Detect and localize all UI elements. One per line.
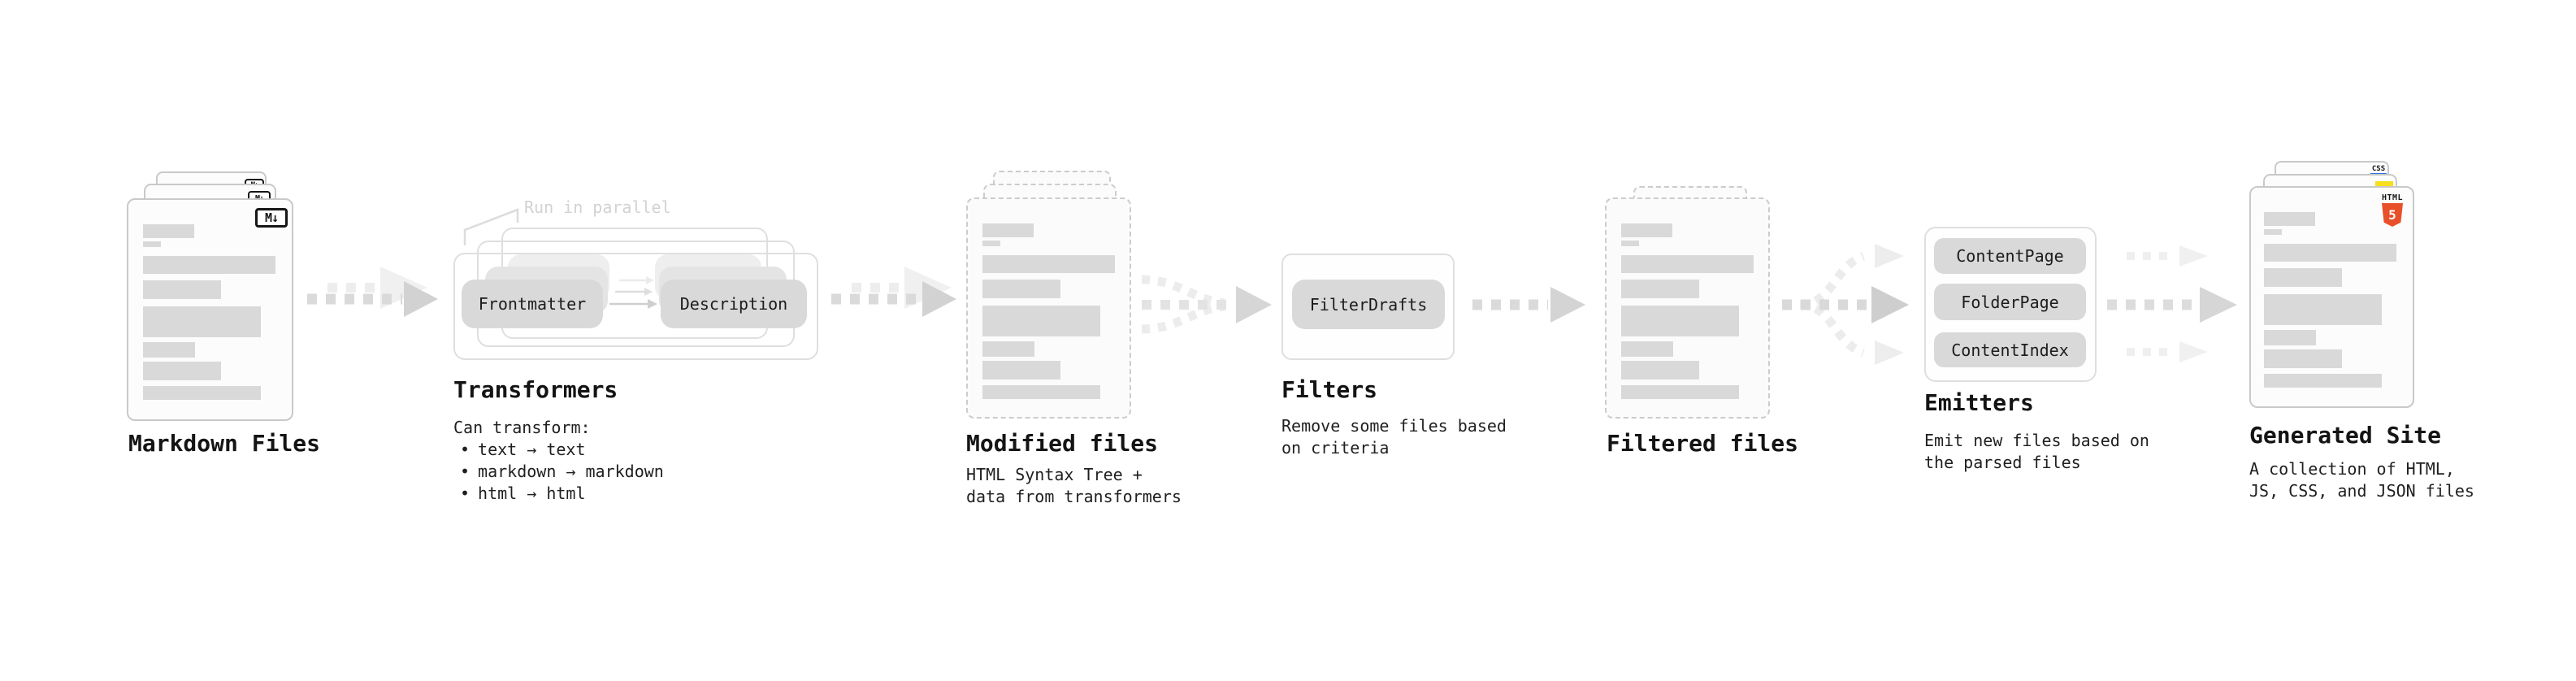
arrow-modified-to-filters [1134, 267, 1280, 345]
stage-title-filters: Filters [1281, 376, 1378, 403]
bullet-text: markdown → markdown [478, 462, 664, 481]
bullet-item: • text → text [460, 439, 664, 461]
arrow-filters-to-filtered [1463, 268, 1593, 341]
desc-line: JS, CSS, and JSON files [2249, 481, 2474, 501]
text-bar [982, 255, 1115, 273]
stage-title-modified-files: Modified files [966, 430, 1159, 457]
generated-file-card: HTML 5 [2249, 186, 2414, 408]
text-bar [2264, 229, 2282, 235]
contentindex-pill: ContentIndex [1934, 332, 2086, 367]
modified-files-desc: HTML Syntax Tree + data from transformer… [966, 464, 1182, 508]
arrow-emitters-to-generated [2101, 238, 2251, 368]
text-bar [2264, 294, 2382, 325]
text-bar [2264, 374, 2382, 388]
transformer-box-front [453, 253, 818, 360]
desc-line: data from transformers [966, 487, 1182, 506]
text-bar [143, 280, 221, 299]
stage-title-generated-site: Generated Site [2249, 422, 2442, 449]
text-bar [2264, 349, 2342, 368]
modified-file-card [966, 197, 1131, 419]
note-leader-line [459, 203, 528, 252]
frontmatter-pill: Frontmatter [462, 280, 603, 328]
text-bar [143, 241, 161, 247]
transformers-desc-heading: Can transform: [453, 418, 591, 437]
text-bar [1621, 361, 1699, 380]
bullet-text: text → text [478, 440, 586, 459]
desc-line: Remove some files based [1281, 416, 1507, 436]
desc-line: HTML Syntax Tree + [966, 465, 1143, 484]
text-bar [143, 224, 194, 238]
transformers-bullet-list: • text → text • markdown → markdown • ht… [460, 439, 664, 505]
text-bar [1621, 255, 1754, 273]
arrow-filtered-to-emitters [1776, 234, 1918, 376]
text-bar [2264, 268, 2342, 287]
text-bar [1621, 280, 1699, 298]
filters-desc: Remove some files based on criteria [1281, 415, 1507, 459]
stage-title-emitters: Emitters [1924, 389, 2034, 416]
folderpage-pill: FolderPage [1934, 284, 2086, 320]
text-bar [982, 385, 1100, 399]
bullet-glyph: • [460, 440, 471, 459]
text-bar [2264, 330, 2316, 345]
text-bar [982, 361, 1060, 380]
desc-line: A collection of HTML, [2249, 459, 2455, 479]
arrow-markdown-to-transformers [299, 258, 458, 344]
bullet-text: html → html [478, 484, 586, 503]
stage-title-filtered-files: Filtered files [1607, 430, 1799, 457]
contentpage-pill: ContentPage [1934, 238, 2086, 274]
bullet-glyph: • [460, 462, 471, 481]
emitters-desc: Emit new files based on the parsed files [1924, 430, 2149, 474]
text-bar [143, 362, 221, 380]
text-bar [1621, 306, 1739, 336]
text-bar [982, 280, 1060, 298]
text-bar [2264, 212, 2315, 226]
html5-icon: HTML 5 [2381, 194, 2404, 227]
transform-mini-arrows [605, 273, 664, 314]
text-bar [143, 306, 261, 337]
text-bar [143, 256, 275, 274]
description-pill: Description [661, 280, 807, 328]
generated-site-desc: A collection of HTML, JS, CSS, and JSON … [2249, 458, 2474, 502]
text-bar [982, 223, 1034, 237]
text-bar [982, 341, 1034, 357]
bullet-glyph: • [460, 484, 471, 503]
text-bar [1621, 341, 1673, 357]
filtered-file-card [1605, 197, 1770, 419]
bullet-item: • html → html [460, 483, 664, 505]
text-bar [1621, 223, 1672, 237]
stage-title-transformers: Transformers [453, 376, 618, 403]
text-bar [143, 342, 195, 358]
css-icon-label: CSS [2371, 165, 2386, 173]
bullet-item: • markdown → markdown [460, 461, 664, 483]
markdown-icon: M↓ [255, 208, 288, 228]
html5-icon-shield: 5 [2382, 203, 2403, 227]
run-in-parallel-note: Run in parallel [524, 197, 671, 217]
desc-line: the parsed files [1924, 453, 2081, 472]
text-bar [143, 386, 261, 400]
arrow-transformers-to-modified [823, 258, 982, 344]
text-bar [2264, 244, 2396, 262]
text-bar [1621, 385, 1739, 399]
stage-title-markdown-files: Markdown Files [128, 430, 321, 457]
text-bar [1621, 241, 1639, 246]
text-bar [982, 241, 1000, 246]
desc-line: on criteria [1281, 438, 1390, 458]
markdown-file-card: M↓ [127, 198, 293, 421]
text-bar [982, 306, 1100, 336]
filterdrafts-pill: FilterDrafts [1292, 280, 1445, 329]
desc-line: Emit new files based on [1924, 431, 2149, 450]
html5-icon-label: HTML [2381, 193, 2404, 202]
